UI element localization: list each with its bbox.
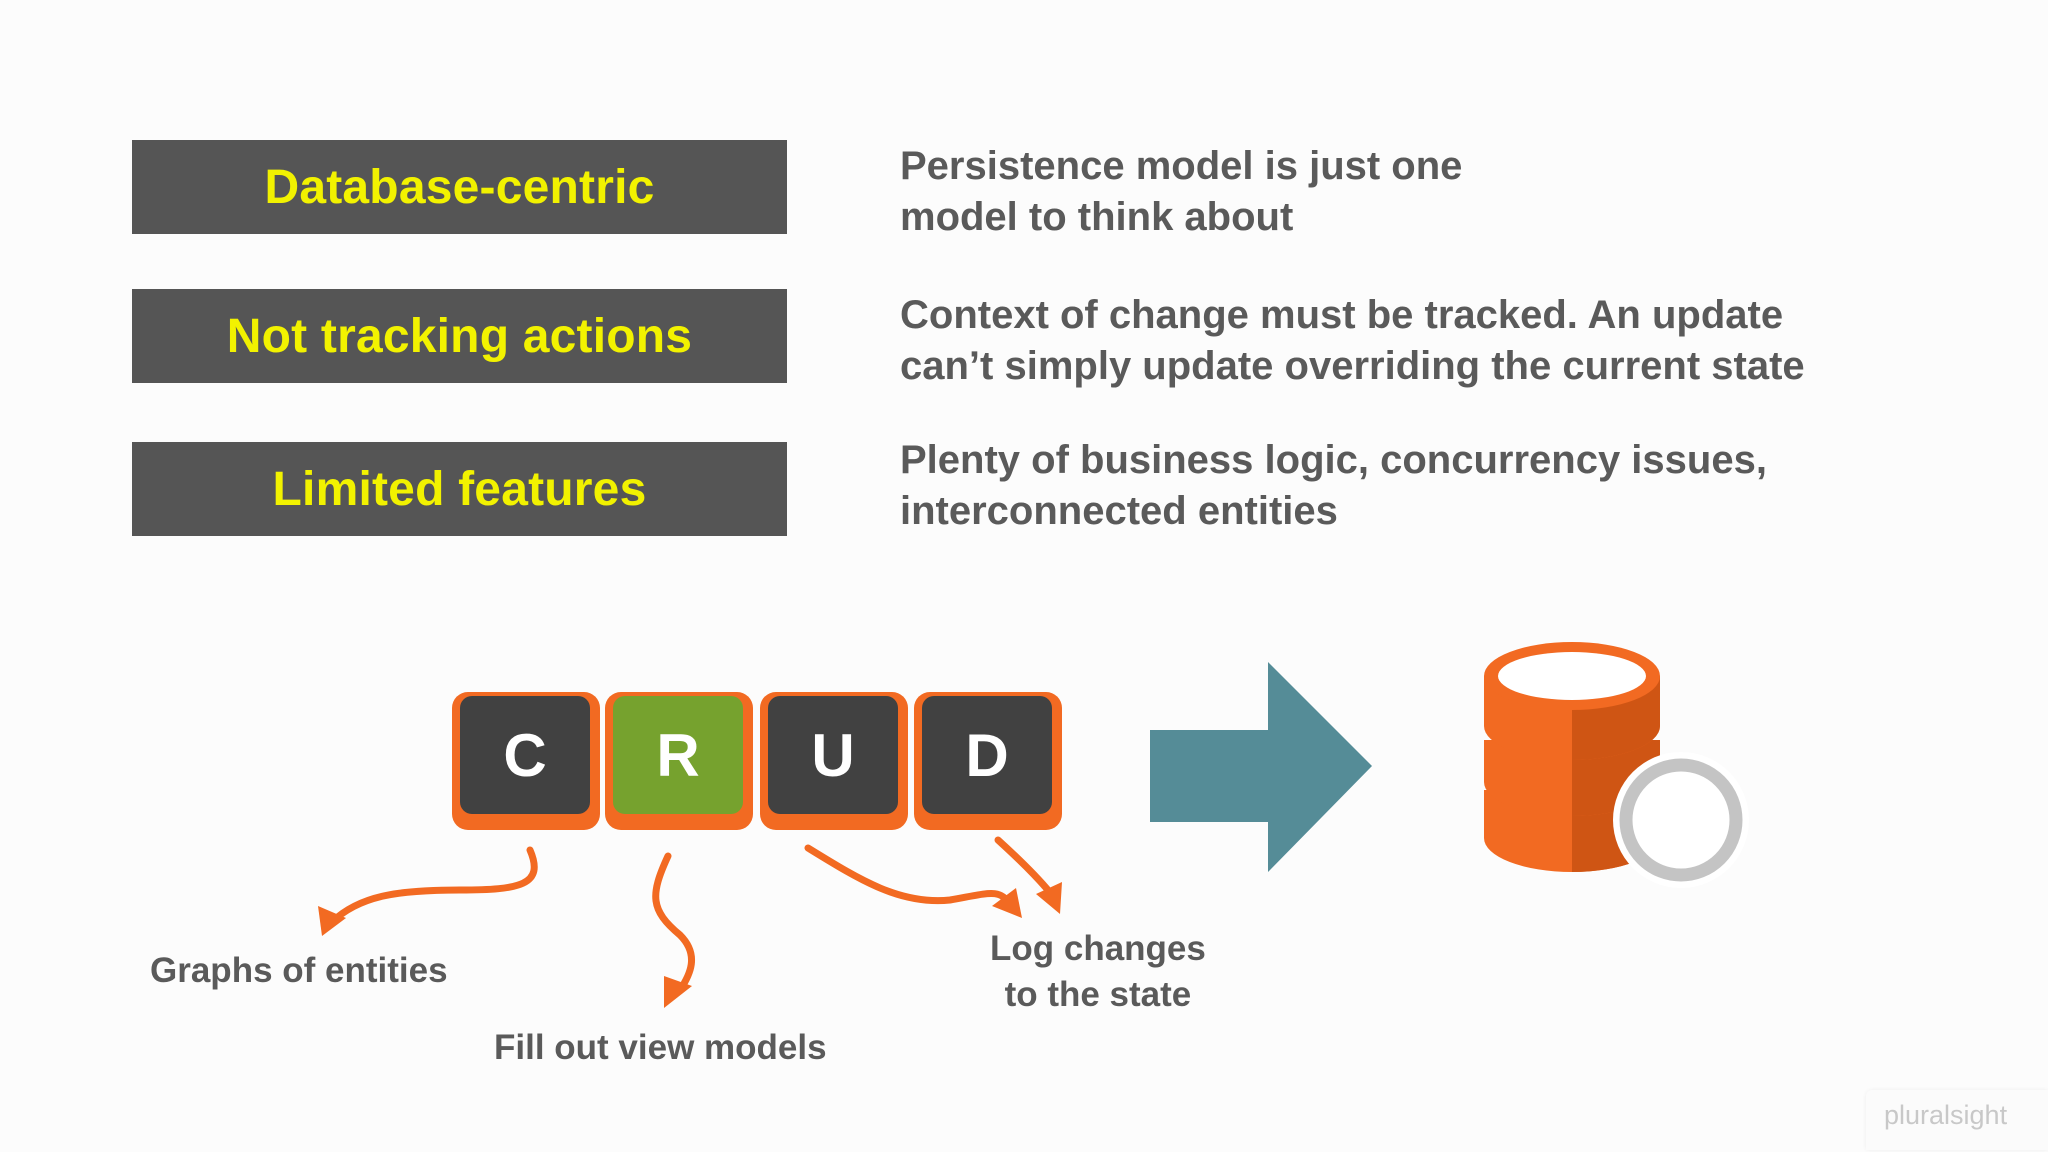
label-box-not-tracking-actions: Not tracking actions <box>132 289 787 383</box>
key-cap: C <box>460 696 590 814</box>
key-cap: D <box>922 696 1052 814</box>
caption-fill-out-view-models: Fill out view models <box>494 1028 827 1067</box>
key-cap: U <box>768 696 898 814</box>
caption-log-changes: Log changes to the state <box>990 929 1206 1014</box>
label-box-database-centric: Database-centric <box>132 140 787 234</box>
arrow-r-to-view-models <box>652 852 696 1008</box>
description-context-of-change: Context of change must be tracked. An up… <box>900 293 1805 388</box>
key-cap: R <box>613 696 743 814</box>
crud-key-c: C <box>452 692 600 830</box>
caption-graphs-of-entities: Graphs of entities <box>150 951 448 990</box>
label-text: Database-centric <box>264 160 655 214</box>
label-box-limited-features: Limited features <box>132 442 787 536</box>
crud-key-r: R <box>605 692 753 830</box>
pluralsight-watermark: pluralsight <box>1866 1090 2048 1150</box>
arrow-u-to-log <box>804 844 1022 918</box>
arrow-d-to-log <box>994 836 1062 914</box>
description-business-logic: Plenty of business logic, concurrency is… <box>900 438 1767 533</box>
label-text: Not tracking actions <box>226 309 693 363</box>
crud-key-d: D <box>914 692 1062 830</box>
big-arrow-icon <box>1150 662 1372 872</box>
arrow-c-to-graphs <box>318 846 538 936</box>
ring-icon <box>1613 752 1749 888</box>
watermark-text: pluralsight <box>1884 1100 2008 1130</box>
crud-key-u: U <box>760 692 908 830</box>
description-persistence: Persistence model is just one model to t… <box>900 144 1463 239</box>
label-text: Limited features <box>272 462 647 516</box>
